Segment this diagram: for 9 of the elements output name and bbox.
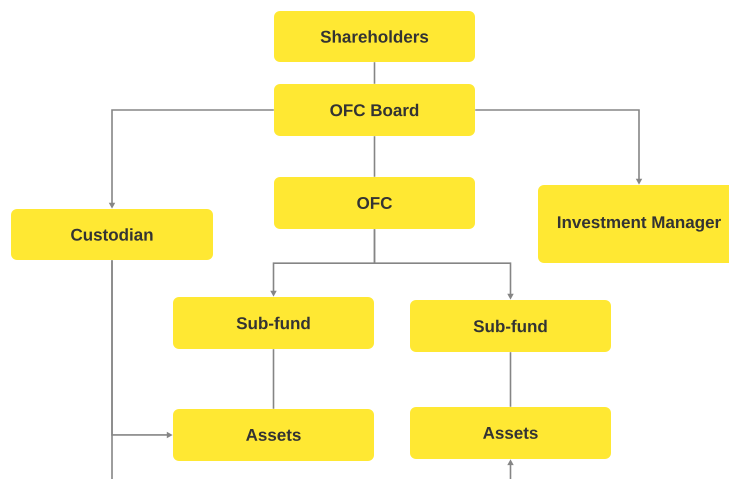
process-box: Assets <box>173 408 374 461</box>
process-box: Custodian <box>11 209 213 260</box>
process-box: Investment Manager <box>538 185 729 263</box>
process-box: OFC Board <box>274 84 475 136</box>
process-box: Sub-fund <box>173 296 374 349</box>
process-box: Assets <box>410 406 611 459</box>
process-box: OFC <box>274 177 475 229</box>
process-box: Shareholders <box>274 11 475 62</box>
process-box: Sub-fund <box>410 300 611 352</box>
